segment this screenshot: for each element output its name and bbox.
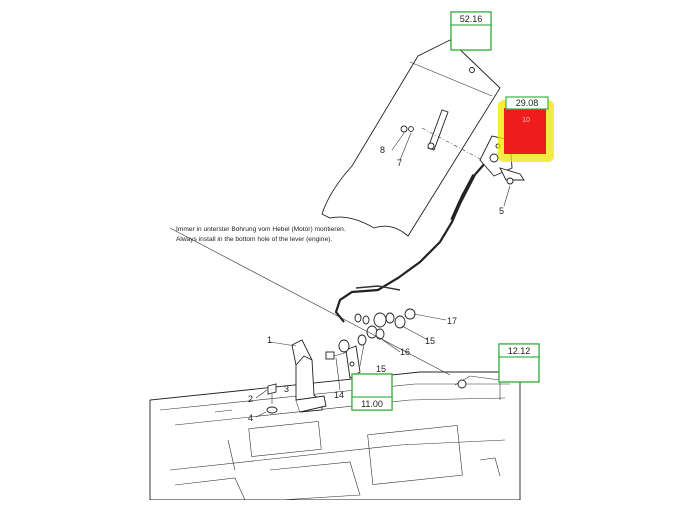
upper-panel [321, 39, 501, 237]
ref-label-52-16: 52.16 [460, 14, 483, 24]
callout-2: 2 [248, 394, 253, 404]
callout-17: 17 [447, 316, 457, 326]
ref-label-29-08: 29.08 [516, 98, 539, 108]
bracket-assembly [291, 339, 327, 413]
callout-15-lower: 15 [376, 364, 386, 374]
callout-1: 1 [267, 335, 272, 345]
ref-box-29-08[interactable]: 29.08 10 [498, 96, 554, 162]
cable-clamp-bracket [345, 345, 361, 379]
base-frame [149, 371, 521, 501]
bolt-14 [325, 351, 349, 360]
installation-note: Immer in unterster Bohrung vom Hebel (Mo… [176, 226, 346, 243]
ref-box-11-00[interactable]: 11.00 [351, 373, 393, 411]
callout-14: 14 [334, 390, 344, 400]
note-line-english: Always install in the bottom hole of the… [176, 236, 332, 243]
control-cable [334, 147, 499, 323]
callout-8: 8 [380, 145, 385, 155]
callout-numbers: 1 2 3 4 5 7 8 14 15 15 16 17 [248, 145, 504, 423]
ref-label-12-12: 12.12 [508, 346, 531, 356]
callout-16: 16 [400, 347, 410, 357]
highlight-fill [504, 108, 546, 154]
engine-lever [421, 127, 525, 185]
note-line-german: Immer in unterster Bohrung vom Hebel (Mo… [176, 226, 346, 233]
callout-5: 5 [499, 206, 504, 216]
callout-3: 3 [284, 384, 289, 394]
ref-sub-label: 10 [522, 117, 530, 124]
leader-lines [169, 132, 511, 418]
washer-stack [338, 308, 416, 353]
ref-box-52-16[interactable]: 52.16 [450, 11, 492, 51]
ref-box-12-12[interactable]: 12.12 [498, 343, 540, 383]
callout-15-right: 15 [425, 336, 435, 346]
bolt-3 [266, 383, 278, 414]
callout-7: 7 [397, 158, 402, 168]
screw-8 [400, 125, 414, 133]
ref-label-11-00: 11.00 [361, 399, 383, 409]
callout-4: 4 [248, 413, 253, 423]
